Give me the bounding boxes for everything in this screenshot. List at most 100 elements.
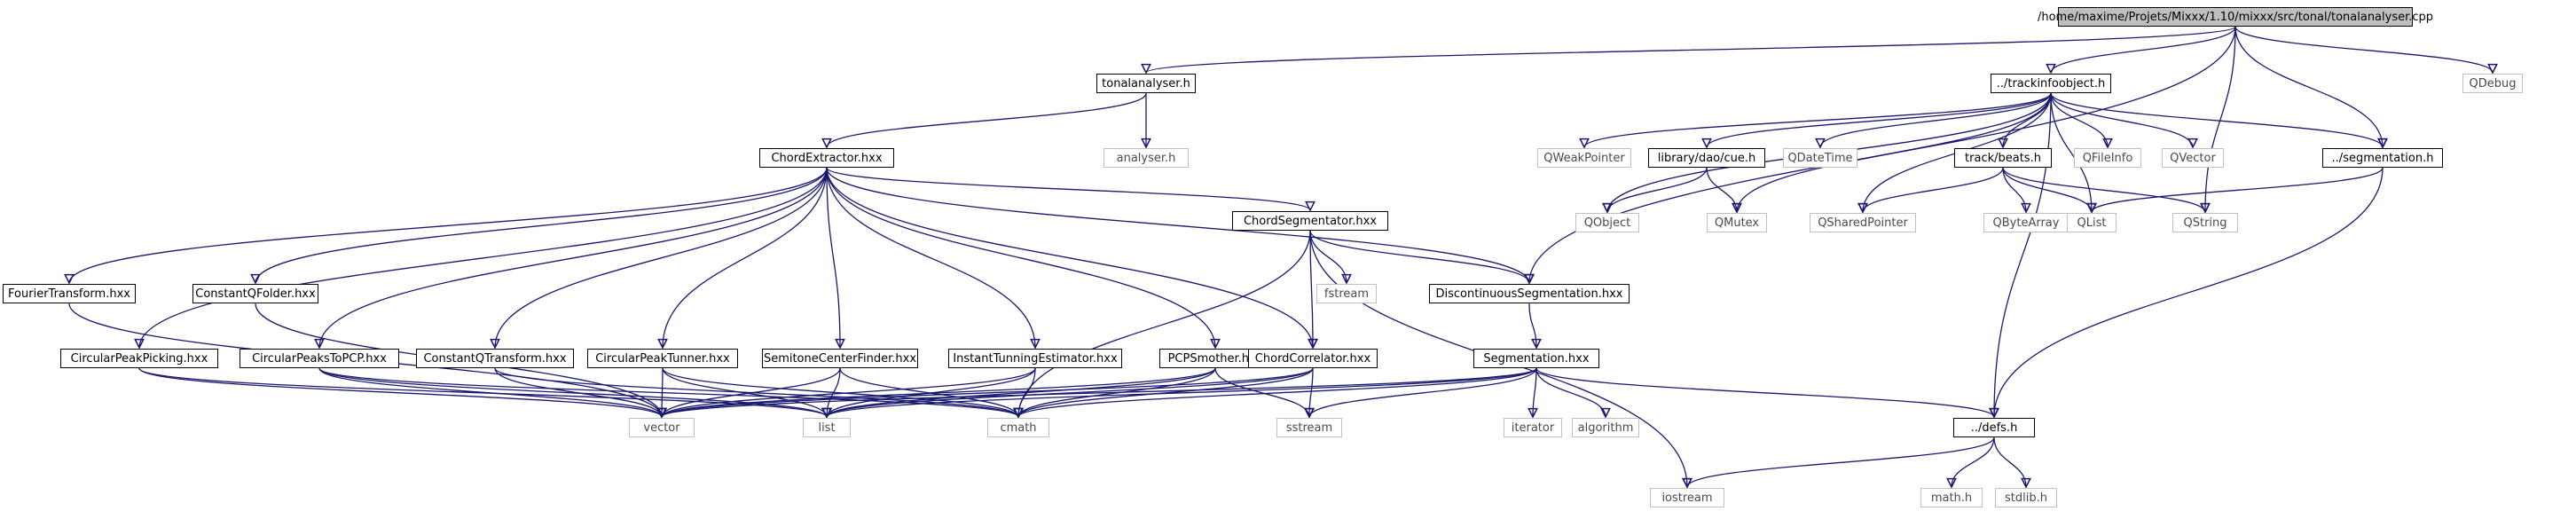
edge-segmentation-hxx-to-vector xyxy=(662,367,1537,417)
edge-chordextractor-to-chordcorrelator xyxy=(826,167,1313,348)
edge-segmentation-hxx-to-sstream xyxy=(1309,367,1537,417)
node-track-beats[interactable]: track/beats.h xyxy=(1954,148,2052,168)
edge-chordextractor-to-instanttunning xyxy=(826,167,1035,348)
node-chordsegmentator[interactable]: ChordSegmentator.hxx xyxy=(1232,211,1388,231)
edge-segmentation-h-to-qlist xyxy=(2092,167,2384,212)
node-qbytearray: QByteArray xyxy=(1983,213,2069,232)
edge-chordsegmentator-to-cmath xyxy=(1018,230,1311,417)
edge-segmentation-hxx-to-iterator xyxy=(1533,367,1536,417)
node-discontinuousseg[interactable]: DiscontinuousSegmentation.hxx xyxy=(1429,284,1630,303)
edge-segmentation-hxx-to-defs-h xyxy=(1535,367,1994,417)
edge-circularpeakpicking-to-vector xyxy=(138,367,662,417)
edge-trackinfoobject-h-to-qlist xyxy=(2050,92,2092,212)
edge-root-to-trackinfoobject-h xyxy=(2051,26,2236,73)
node-qsharedpointer: QSharedPointer xyxy=(1810,213,1916,232)
node-qstring: QString xyxy=(2172,213,2238,232)
node-segmentation-h[interactable]: ../segmentation.h xyxy=(2322,148,2443,168)
edge-root-to-qstring xyxy=(2205,26,2236,212)
edge-instanttunning-to-vector xyxy=(662,367,1036,417)
node-defs-h[interactable]: ../defs.h xyxy=(1953,418,2035,437)
edge-chordextractor-to-fouriertransform xyxy=(69,167,828,283)
edge-pcpsmother-to-cmath xyxy=(1018,367,1216,417)
node-chordextractor[interactable]: ChordExtractor.hxx xyxy=(759,148,894,168)
node-sstream: sstream xyxy=(1276,418,1342,437)
node-stdlib-h: stdlib.h xyxy=(1995,488,2057,507)
node-fstream: fstream xyxy=(1316,284,1377,303)
edge-track-beats-to-qlist xyxy=(2002,167,2092,212)
edge-chordextractor-to-circularpeakstopcp xyxy=(319,167,828,348)
edge-chordcorrelator-to-vector xyxy=(662,367,1314,417)
edge-track-beats-to-qstring xyxy=(2002,167,2205,212)
node-circularpeaktunner[interactable]: CircularPeakTunner.hxx xyxy=(587,349,738,368)
edge-pcpsmother-to-list xyxy=(827,367,1216,417)
edge-library-cue-to-qmutex xyxy=(1706,167,1737,212)
edge-circularpeakstopcp-to-vector xyxy=(318,367,662,417)
node-qmutex: QMutex xyxy=(1707,213,1767,232)
edge-chordextractor-to-constantqfolder xyxy=(255,167,828,283)
node-circularpeakstopcp[interactable]: CircularPeaksToPCP.hxx xyxy=(240,349,399,368)
node-constantqfolder[interactable]: ConstantQFolder.hxx xyxy=(192,284,318,303)
node-pcpsmother[interactable]: PCPSmother.hxx xyxy=(1159,349,1271,368)
edge-circularpeaktunner-to-vector xyxy=(662,367,663,417)
edge-chordsegmentator-to-fstream xyxy=(1309,230,1347,283)
edge-pcpsmother-to-vector xyxy=(662,367,1216,417)
edge-chordextractor-to-pcpsmother xyxy=(826,167,1215,348)
node-segmentation-hxx[interactable]: Segmentation.hxx xyxy=(1473,349,1599,368)
edge-trackinfoobject-h-to-qmutex xyxy=(1737,92,2052,212)
edge-chordextractor-to-discontinuousseg xyxy=(826,167,1529,283)
edge-root-to-qdebug xyxy=(2234,26,2493,73)
node-constantqtransform[interactable]: ConstantQTransform.hxx xyxy=(416,349,574,368)
node-tonalanalyser-h[interactable]: tonalanalyser.h xyxy=(1096,74,1196,93)
edge-trackinfoobject-h-to-qdatetime xyxy=(1820,92,2052,147)
edge-trackinfoobject-h-to-qfileinfo xyxy=(2050,92,2108,147)
edge-defs-h-to-stdlib-h xyxy=(1993,436,2026,487)
node-library-cue[interactable]: library/dao/cue.h xyxy=(1648,148,1765,168)
edge-trackinfoobject-h-to-qweakpointer xyxy=(1584,92,2052,147)
edge-segmentation-hxx-to-cmath xyxy=(1018,367,1537,417)
edge-chordsegmentator-to-discontinuousseg xyxy=(1309,230,1529,283)
node-qvector: QVector xyxy=(2162,148,2224,168)
node-math-h: math.h xyxy=(1920,488,1983,507)
edge-constantqtransform-to-vector xyxy=(494,367,662,417)
node-vector: vector xyxy=(629,418,695,437)
edge-segmentation-hxx-to-list xyxy=(827,367,1537,417)
node-qdebug: QDebug xyxy=(2462,74,2523,93)
edge-track-beats-to-qbytearray xyxy=(2002,167,2026,212)
edge-constantqtransform-to-cmath xyxy=(494,367,1018,417)
edge-discontinuousseg-to-segmentation-hxx xyxy=(1528,303,1536,348)
node-root[interactable]: /home/maxime/Projets/Mixxx/1.10/mixxx/sr… xyxy=(2038,7,2433,27)
edge-segmentation-h-to-defs-h xyxy=(1994,167,2384,417)
node-chordcorrelator[interactable]: ChordCorrelator.hxx xyxy=(1248,349,1378,368)
node-qdatetime: QDateTime xyxy=(1783,148,1857,168)
node-cmath: cmath xyxy=(987,418,1049,437)
edge-chordextractor-to-circularpeakpicking xyxy=(139,167,828,348)
edge-circularpeaktunner-to-list xyxy=(662,367,827,417)
edge-tonalanalyser-h-to-chordextractor xyxy=(827,92,1147,147)
edge-defs-h-to-math-h xyxy=(1952,436,1995,487)
node-qobject: QObject xyxy=(1575,213,1639,232)
edge-trackinfoobject-h-to-defs-h xyxy=(1994,92,2052,417)
node-circularpeakpicking[interactable]: CircularPeakPicking.hxx xyxy=(60,349,218,368)
node-instanttunning[interactable]: InstantTunningEstimator.hxx xyxy=(948,349,1122,368)
node-qlist: QList xyxy=(2067,213,2117,232)
node-trackinfoobject-h[interactable]: ../trackinfoobject.h xyxy=(1991,74,2111,93)
edge-trackinfoobject-h-to-library-cue xyxy=(1707,92,2052,147)
node-semitonecenterfinder[interactable]: SemitoneCenterFinder.hxx xyxy=(762,349,918,368)
edge-chordcorrelator-to-list xyxy=(827,367,1314,417)
node-analyser-h: analyser.h xyxy=(1103,148,1189,168)
edge-chordextractor-to-constantqtransform xyxy=(495,167,828,348)
edge-trackinfoobject-h-to-qvector xyxy=(2050,92,2193,147)
edge-semitonecenterfinder-to-vector xyxy=(662,367,841,417)
edge-defs-h-to-iostream xyxy=(1687,436,1995,487)
node-fouriertransform[interactable]: FourierTransform.hxx xyxy=(3,284,136,303)
node-qweakpointer: QWeakPointer xyxy=(1537,148,1631,168)
node-iterator: iterator xyxy=(1504,418,1562,437)
edge-chordextractor-to-semitonecenterfinder xyxy=(826,167,840,348)
edge-chordcorrelator-to-sstream xyxy=(1309,367,1313,417)
node-iostream: iostream xyxy=(1650,488,1724,507)
edge-segmentation-hxx-to-algorithm xyxy=(1535,367,1606,417)
edge-circularpeakstopcp-to-cmath xyxy=(318,367,1018,417)
node-qfileinfo: QFileInfo xyxy=(2074,148,2141,168)
